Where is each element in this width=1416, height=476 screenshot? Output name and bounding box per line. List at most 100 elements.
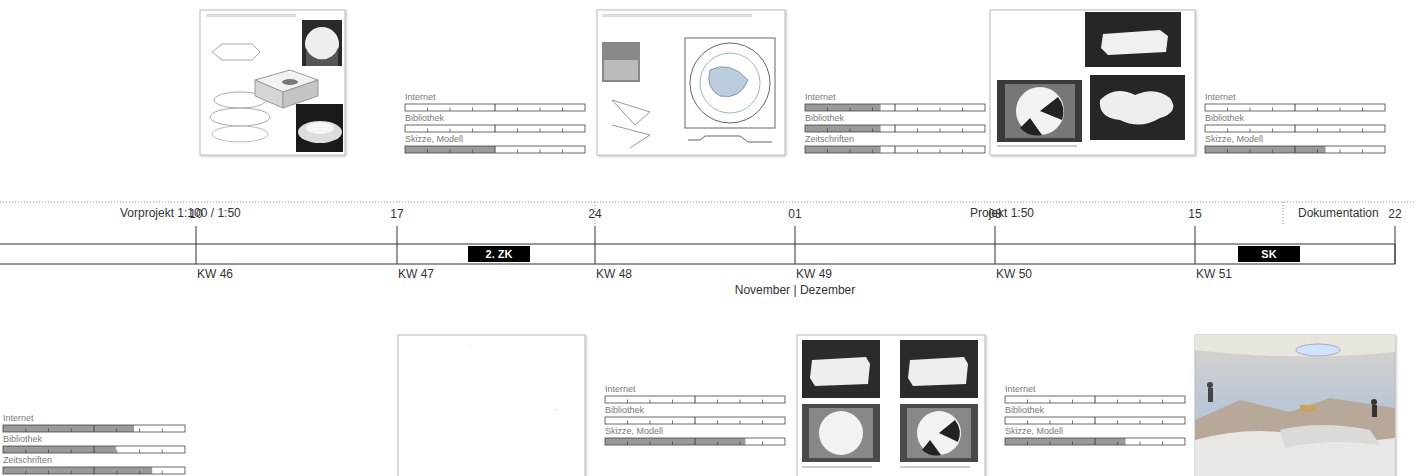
progress-tick bbox=[1050, 421, 1051, 425]
progress-tick bbox=[962, 108, 963, 112]
progress-bar bbox=[605, 396, 785, 403]
bar-label: Bibliothek bbox=[605, 406, 644, 416]
progress-tick bbox=[827, 108, 828, 112]
progress-tick bbox=[450, 108, 451, 112]
progress-tick bbox=[1072, 442, 1073, 446]
blank-sheet bbox=[398, 335, 585, 476]
date-number: 01 bbox=[788, 208, 801, 221]
progress-tick bbox=[1340, 108, 1341, 112]
progress-tick bbox=[1027, 421, 1028, 425]
progress-tick bbox=[71, 450, 72, 454]
bar-label: Bibliothek bbox=[3, 435, 42, 445]
progress-tick bbox=[562, 129, 563, 133]
progress-fill bbox=[805, 146, 881, 153]
bar-label: Internet bbox=[805, 93, 836, 103]
progress-tick bbox=[1272, 150, 1273, 154]
progress-tick bbox=[1162, 442, 1163, 446]
progress-tick bbox=[139, 471, 140, 475]
progress-tick bbox=[427, 108, 428, 112]
progress-tick bbox=[1050, 442, 1051, 446]
progress-tick bbox=[695, 396, 696, 403]
date-number: 15 bbox=[1188, 208, 1201, 221]
milestone-box: SK bbox=[1238, 246, 1300, 262]
bar-label: Bibliothek bbox=[1205, 114, 1244, 124]
milestone-label: 2. ZK bbox=[486, 249, 513, 260]
progress-tick bbox=[740, 400, 741, 404]
progress-bar bbox=[1205, 125, 1385, 132]
progress-tick bbox=[1295, 125, 1296, 132]
progress-tick bbox=[627, 442, 628, 446]
progress-tick bbox=[895, 146, 896, 153]
progress-tick bbox=[1117, 442, 1118, 446]
progress-tick bbox=[48, 471, 49, 475]
progress-tick bbox=[1272, 129, 1273, 133]
progress-fill bbox=[3, 425, 134, 432]
bar-label: Internet bbox=[1005, 385, 1036, 395]
progress-tick bbox=[917, 108, 918, 112]
progress-bar bbox=[1005, 417, 1185, 424]
progress-tick bbox=[139, 429, 140, 433]
progress-tick bbox=[94, 446, 95, 453]
progress-tick bbox=[872, 150, 873, 154]
progress-frame bbox=[1005, 417, 1185, 424]
progress-tick bbox=[162, 429, 163, 433]
progress-tick bbox=[1072, 400, 1073, 404]
progress-tick bbox=[850, 108, 851, 112]
progress-tick bbox=[940, 108, 941, 112]
sketch-sheet bbox=[200, 10, 345, 155]
progress-tick bbox=[695, 438, 696, 445]
progress-tick bbox=[495, 104, 496, 111]
progress-tick bbox=[917, 150, 918, 154]
progress-tick bbox=[1162, 421, 1163, 425]
progress-tick bbox=[762, 421, 763, 425]
progress-tick bbox=[895, 125, 896, 132]
progress-fill bbox=[805, 125, 881, 132]
progress-tick bbox=[1317, 108, 1318, 112]
bar-label: Skizze, Modell bbox=[405, 135, 463, 145]
progress-frame bbox=[1005, 438, 1185, 445]
progress-bar bbox=[1205, 146, 1385, 153]
progress-tick bbox=[1162, 400, 1163, 404]
progress-tick bbox=[427, 150, 428, 154]
progress-tick bbox=[1140, 421, 1141, 425]
bar-label: Bibliothek bbox=[405, 114, 444, 124]
progress-tick bbox=[762, 400, 763, 404]
progress-frame bbox=[605, 396, 785, 403]
progress-tick bbox=[962, 150, 963, 154]
progress-tick bbox=[1140, 442, 1141, 446]
progress-tick bbox=[627, 421, 628, 425]
progress-tick bbox=[427, 129, 428, 133]
progress-tick bbox=[116, 429, 117, 433]
phase-line bbox=[0, 202, 1416, 203]
week-label: KW 47 bbox=[398, 268, 434, 281]
plan-sheet bbox=[597, 10, 785, 155]
week-label: KW 46 bbox=[197, 268, 233, 281]
phase-label: Dokumentation bbox=[1298, 207, 1379, 220]
progress-tick bbox=[672, 400, 673, 404]
progress-tick bbox=[495, 146, 496, 153]
progress-tick bbox=[940, 129, 941, 133]
timeline-ticks bbox=[196, 226, 1395, 264]
progress-tick bbox=[94, 425, 95, 432]
progress-tick bbox=[450, 129, 451, 133]
progress-bar bbox=[1005, 396, 1185, 403]
bar-label: Internet bbox=[605, 385, 636, 395]
date-number: 08 bbox=[988, 208, 1001, 221]
progress-bar bbox=[605, 438, 785, 445]
progress-tick bbox=[540, 150, 541, 154]
progress-tick bbox=[495, 125, 496, 132]
progress-tick bbox=[740, 421, 741, 425]
progress-tick bbox=[562, 150, 563, 154]
progress-tick bbox=[25, 429, 26, 433]
date-number: 10 bbox=[189, 208, 202, 221]
progress-tick bbox=[116, 450, 117, 454]
bar-label: Internet bbox=[1205, 93, 1236, 103]
progress-tick bbox=[1227, 108, 1228, 112]
progress-tick bbox=[25, 471, 26, 475]
milestone-label: SK bbox=[1261, 249, 1276, 260]
progress-bar bbox=[3, 446, 185, 453]
progress-bar bbox=[3, 467, 185, 474]
progress-fill bbox=[605, 438, 745, 445]
